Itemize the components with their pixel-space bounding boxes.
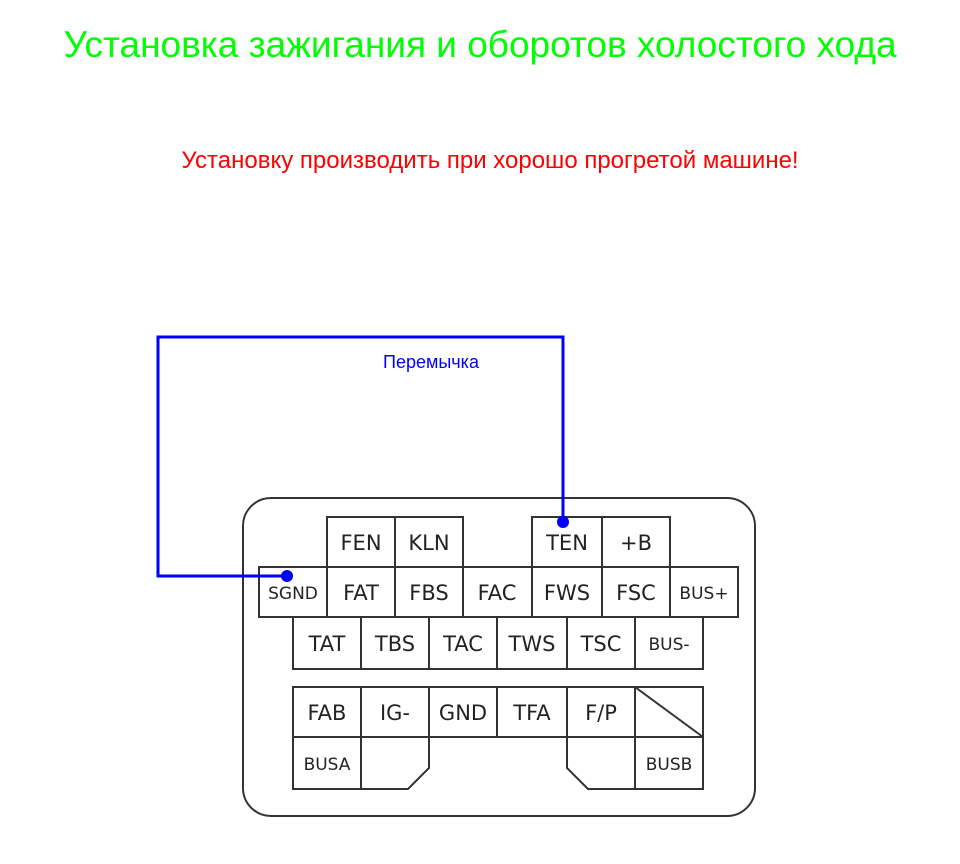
connector-row-4 (292, 686, 704, 738)
pin-label-fws: FWS (544, 581, 590, 605)
pin-label-bus-plus: BUS+ (679, 584, 728, 604)
pin-label-gnd: GND (439, 701, 487, 725)
pin-cell-busb (634, 736, 704, 790)
connector-housing (242, 497, 756, 817)
pin-cell-busa (292, 736, 362, 790)
pin-label-bus-minus: BUS- (648, 635, 689, 655)
pin-label-ten: TEN (545, 531, 588, 555)
jumper-dot-sgnd (281, 570, 293, 582)
jumper-label: Перемычка (383, 352, 480, 372)
pin-label-fbs: FBS (409, 581, 448, 605)
pin-label-fsc: FSC (616, 581, 656, 605)
unused-slot-slash (634, 686, 704, 738)
warning-text: Установку производить при хорошо прогрет… (181, 147, 799, 174)
pin-label-sgnd: SGND (268, 584, 318, 604)
pin-label-ig-minus: IG- (380, 701, 410, 725)
pin-label-fen: FEN (340, 531, 381, 555)
pin-label-fp: F/P (585, 701, 617, 725)
pin-label-busb: BUSB (646, 755, 693, 775)
pin-label-tac: TAC (442, 632, 483, 656)
pin-label-plus-b: +B (620, 531, 652, 555)
pin-label-fab: FAB (308, 701, 347, 725)
pin-label-tws: TWS (508, 632, 556, 656)
pin-label-tfa: TFA (512, 701, 551, 725)
page-title: Установка зажигания и оборотов холостого… (63, 24, 897, 65)
pin-label-tsc: TSC (580, 632, 622, 656)
pin-label-fat: FAT (343, 581, 379, 605)
connector-row-5 (292, 736, 704, 790)
key-notch-right (566, 736, 635, 790)
jumper-dot-ten (557, 516, 569, 528)
pin-label-tbs: TBS (374, 632, 415, 656)
pin-label-fac: FAC (478, 581, 517, 605)
pin-label-tat: TAT (308, 632, 346, 656)
connector-row-3 (292, 616, 704, 670)
pin-label-kln: KLN (408, 531, 449, 555)
pin-label-busa: BUSA (304, 755, 351, 775)
pin-cell-bus-minus (634, 616, 704, 670)
jumper-wire (156, 335, 565, 578)
key-notch-left (361, 736, 430, 790)
